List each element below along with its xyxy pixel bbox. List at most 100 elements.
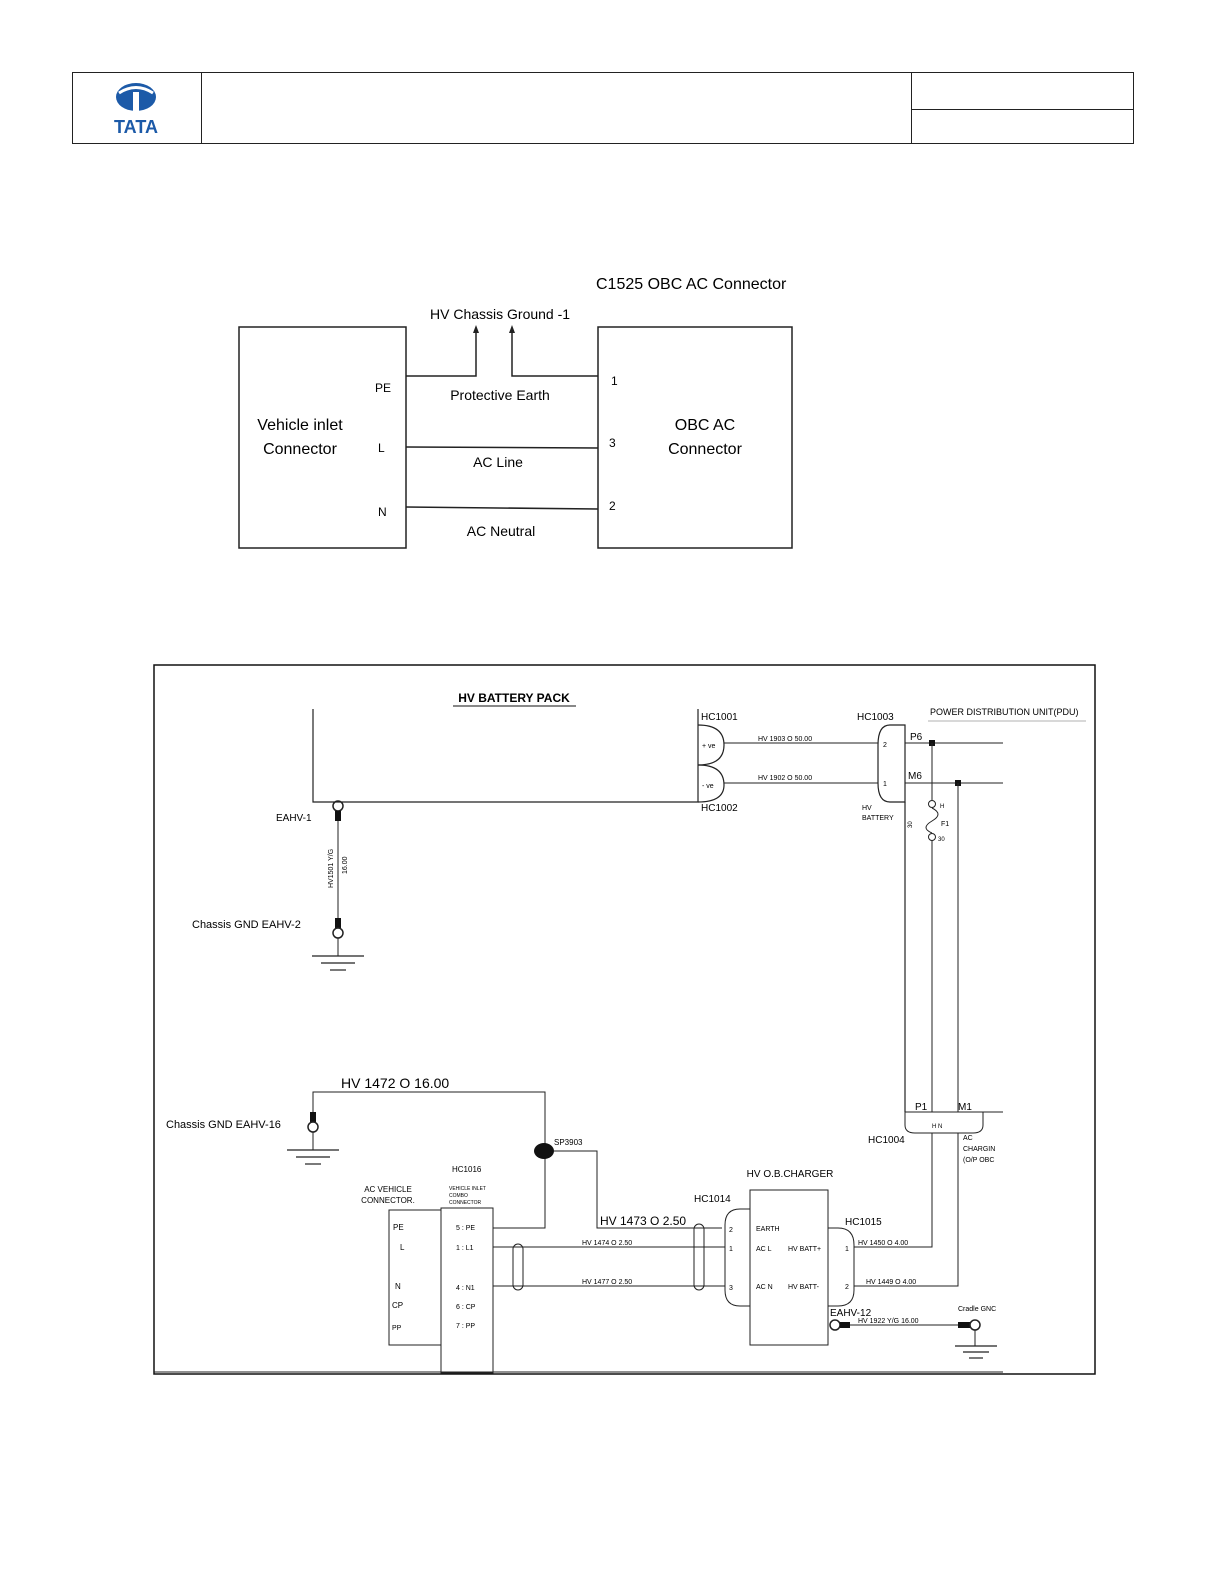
arrow-up-icon	[509, 325, 515, 333]
hc1014-pin2: 2	[729, 1227, 733, 1234]
pin-l: L	[378, 441, 385, 455]
tata-logo: TATA	[114, 83, 158, 137]
hc1015-label: HC1015	[845, 1217, 882, 1228]
wire-1501-size: 16.00	[342, 856, 349, 874]
veh-pin-pp: PP	[392, 1325, 402, 1332]
wire-1472: HV 1472 O 16.00	[341, 1075, 449, 1091]
wire-protective-earth: Protective Earth	[450, 387, 550, 403]
ground-eyelet-icon	[969, 1319, 981, 1331]
pin-n: N	[378, 505, 387, 519]
wire-1473: HV 1473 O 2.50	[600, 1214, 686, 1228]
cradle-gnd-label: Cradle GNC	[958, 1306, 996, 1313]
battery-pack-label: HV BATTERY PACK	[458, 691, 570, 705]
wire-1903: HV 1903 O 50.00	[758, 736, 812, 743]
hc1014-pin1: 1	[729, 1246, 733, 1253]
eahv1-label: EAHV-1	[276, 813, 312, 824]
obc-batt-pos: HV BATT+	[788, 1246, 821, 1253]
wire-1501: HV1501 Y/G	[328, 849, 335, 888]
obc-acn: AC N	[756, 1284, 773, 1291]
combo-pin-cp: 6 : CP	[456, 1304, 476, 1311]
wire-ac-line: AC Line	[473, 454, 523, 470]
combo-pin-pe: 5 : PE	[456, 1225, 475, 1232]
ac-vehicle-label-2: CONNECTOR.	[361, 1196, 415, 1205]
hc1015-pin2: 2	[845, 1284, 849, 1291]
pdu-label: POWER DISTRIBUTION UNIT(PDU)	[930, 707, 1079, 717]
vehicle-inlet-label-1: Vehicle inlet	[257, 417, 343, 434]
obc-ac-box	[597, 326, 793, 549]
pin-3: 3	[609, 436, 616, 450]
splice-sp3903	[534, 1143, 554, 1159]
ground-eyelet-icon	[332, 927, 344, 939]
schematic-frame	[153, 664, 1096, 1375]
logo-cell: TATA	[73, 73, 202, 143]
obc-label: HV O.B.CHARGER	[747, 1169, 834, 1180]
hc1016-label: HC1016	[452, 1165, 482, 1174]
hc1004-pins: H N	[932, 1124, 942, 1130]
p1-label: P1	[915, 1102, 928, 1113]
wire-1922: HV 1922 Y/G 16.00	[858, 1318, 919, 1325]
wire-1449: HV 1449 O 4.00	[866, 1279, 916, 1286]
hv-wiring-schematic: HV BATTERY PACK POWER DISTRIBUTION UNIT(…	[153, 664, 1096, 1375]
hc1002-label: HC1002	[701, 803, 738, 814]
hc1004-label: HC1004	[868, 1135, 905, 1146]
header-cell-right-top	[911, 73, 1134, 110]
fuse-terminal-b: 30	[938, 837, 945, 843]
hc1014-label: HC1014	[694, 1194, 731, 1205]
veh-pin-pe: PE	[393, 1223, 404, 1232]
obc-ac-connector-diagram: C1525 OBC AC Connector HV Chassis Ground…	[238, 276, 793, 549]
fuse-f1-label: F1	[941, 821, 949, 828]
m6-label: M6	[908, 771, 922, 782]
hv-battery-label-2: BATTERY	[862, 815, 894, 822]
combo-pin-pp: 7 : PP	[456, 1323, 475, 1330]
hc1003-pin2: 2	[883, 742, 887, 749]
document-header: TATA	[72, 72, 1134, 144]
hc1014-pin3: 3	[729, 1285, 733, 1292]
gnd-eahv2-label: Chassis GND EAHV-2	[192, 919, 301, 931]
obc-batt-neg: HV BATT-	[788, 1284, 820, 1291]
obc-ac-label-1: OBC AC	[675, 417, 735, 434]
veh-pin-cp: CP	[392, 1301, 403, 1310]
pos-terminal: + ve	[702, 743, 716, 750]
ac-charging-1: AC	[963, 1135, 973, 1142]
vehicle-inlet-label-2: Connector	[263, 441, 337, 458]
arrow-up-icon	[473, 325, 479, 333]
header-cell-right-bottom	[911, 109, 1134, 143]
hv-battery-label-1: HV	[862, 805, 872, 812]
fuse-terminal-a: H	[940, 804, 944, 810]
vehicle-inlet-box	[238, 326, 407, 549]
hc1003-pin1: 1	[883, 781, 887, 788]
hc1015-pin1: 1	[845, 1246, 849, 1253]
ac-vehicle-label-1: AC VEHICLE	[364, 1185, 412, 1194]
ground-eyelet-icon	[307, 1121, 319, 1133]
inlet-combo-2: COMBO	[449, 1193, 468, 1199]
ground-symbol-icon	[287, 1149, 339, 1165]
veh-pin-n: N	[395, 1282, 401, 1291]
ac-charging-3: (O/P OBC	[963, 1157, 994, 1164]
sp3903-label: SP3903	[554, 1138, 583, 1147]
neg-terminal: - ve	[702, 783, 714, 790]
ground-label: HV Chassis Ground -1	[430, 306, 570, 322]
inlet-combo-1: VEHICLE INLET	[449, 1186, 486, 1192]
inlet-combo-3: CONNECTOR	[449, 1200, 482, 1206]
obc-earth: EARTH	[756, 1226, 780, 1233]
wire-1902: HV 1902 O 50.00	[758, 775, 812, 782]
p6-label: P6	[910, 732, 923, 743]
wire-1477: HV 1477 O 2.50	[582, 1279, 632, 1286]
ac-charging-2: CHARGIN	[963, 1146, 995, 1153]
hc1001-label: HC1001	[701, 712, 738, 723]
combo-pin-n1: 4 : N1	[456, 1285, 475, 1292]
pe-wire-left	[406, 331, 477, 377]
ac-line-wire	[405, 446, 599, 449]
veh-pin-l: L	[400, 1243, 405, 1252]
obc-ac-label-2: Connector	[668, 441, 742, 458]
ground-symbol-icon	[312, 955, 364, 971]
pin-2: 2	[609, 499, 616, 513]
pin-pe: PE	[375, 381, 391, 395]
hc1003-label: HC1003	[857, 712, 894, 723]
pe-wire-right	[511, 331, 598, 377]
ground-symbol-icon	[955, 1345, 997, 1359]
fuse-rating: 30	[908, 821, 914, 828]
diagram1-title: C1525 OBC AC Connector	[596, 276, 787, 293]
wire-1450: HV 1450 O 4.00	[858, 1240, 908, 1247]
